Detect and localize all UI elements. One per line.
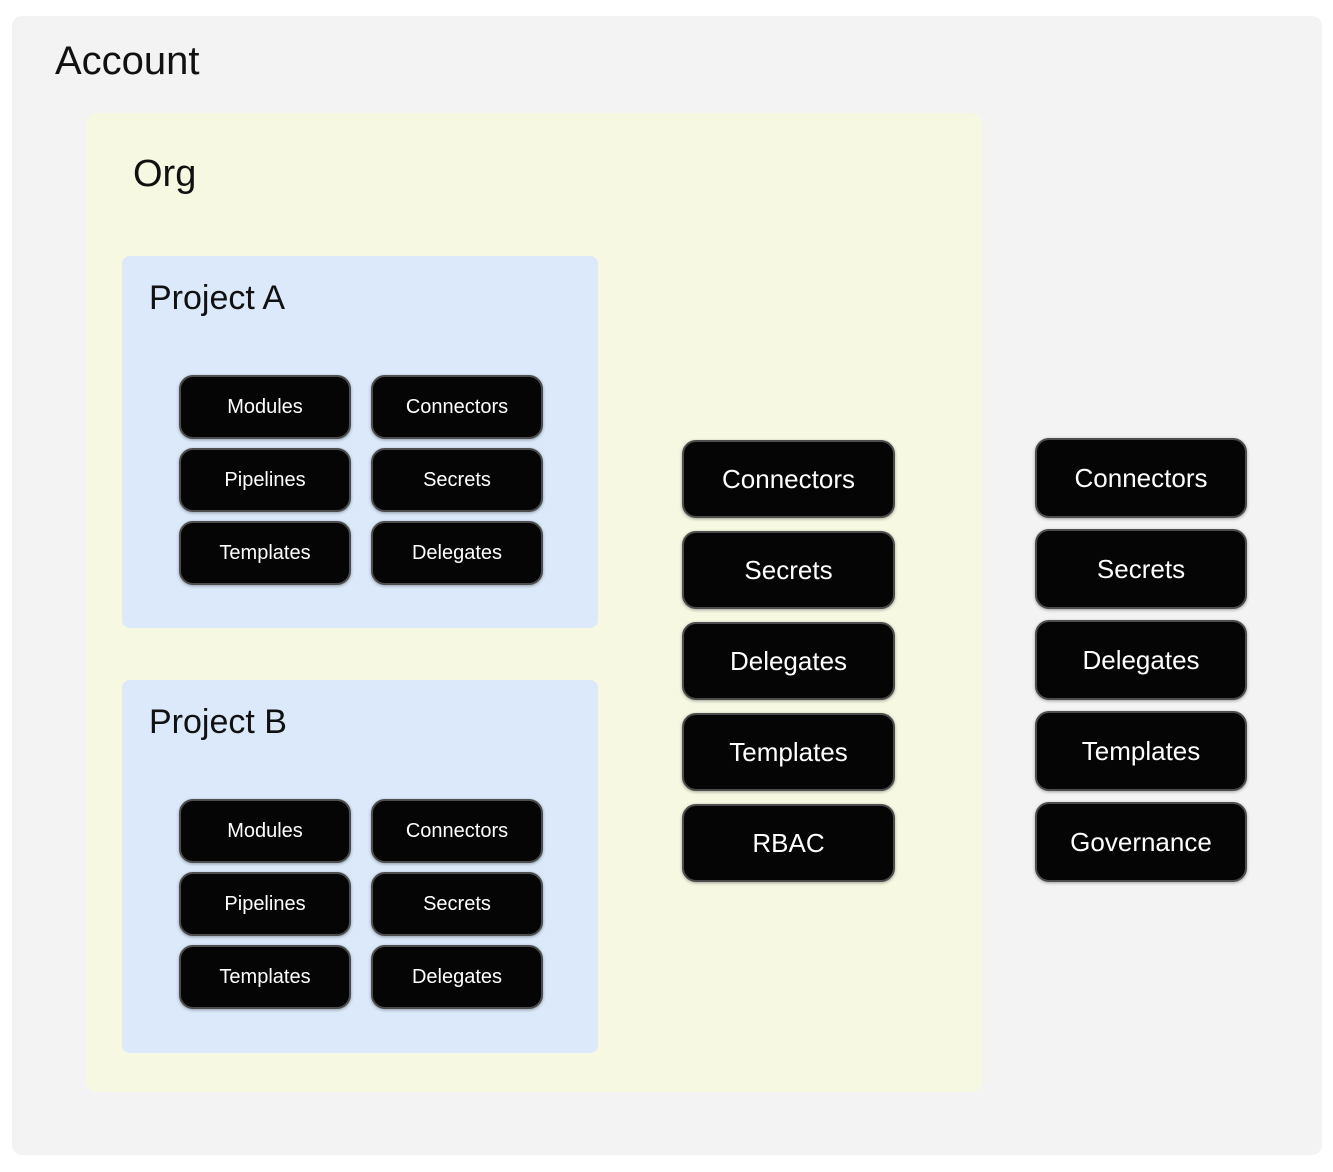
org-pill-rbac: RBAC xyxy=(682,804,895,882)
account-pill-column: Connectors Secrets Delegates Templates G… xyxy=(1035,438,1247,882)
account-title: Account xyxy=(55,39,200,83)
project-b-pill-pipelines: Pipelines xyxy=(179,872,351,936)
org-pill-column: Connectors Secrets Delegates Templates R… xyxy=(682,440,895,882)
account-scope-container: Account Org Project A Modules Connectors… xyxy=(12,16,1322,1155)
project-a-pill-connectors: Connectors xyxy=(371,375,543,439)
org-title: Org xyxy=(133,153,197,195)
org-scope-container: Org Project A Modules Connectors Pipelin… xyxy=(86,113,983,1092)
account-pill-templates: Templates xyxy=(1035,711,1247,791)
project-b-pill-modules: Modules xyxy=(179,799,351,863)
project-a-pill-secrets: Secrets xyxy=(371,448,543,512)
org-pill-secrets: Secrets xyxy=(682,531,895,609)
org-pill-connectors: Connectors xyxy=(682,440,895,518)
project-a-pill-grid: Modules Connectors Pipelines Secrets Tem… xyxy=(179,375,543,585)
account-pill-governance: Governance xyxy=(1035,802,1247,882)
account-pill-delegates: Delegates xyxy=(1035,620,1247,700)
project-b-pill-grid: Modules Connectors Pipelines Secrets Tem… xyxy=(179,799,543,1009)
project-a-pill-templates: Templates xyxy=(179,521,351,585)
project-a-container: Project A Modules Connectors Pipelines S… xyxy=(122,256,598,628)
project-b-pill-connectors: Connectors xyxy=(371,799,543,863)
project-b-title: Project B xyxy=(149,703,287,741)
org-pill-delegates: Delegates xyxy=(682,622,895,700)
org-pill-templates: Templates xyxy=(682,713,895,791)
project-a-title: Project A xyxy=(149,279,286,317)
project-b-pill-secrets: Secrets xyxy=(371,872,543,936)
project-b-container: Project B Modules Connectors Pipelines S… xyxy=(122,680,598,1053)
account-pill-secrets: Secrets xyxy=(1035,529,1247,609)
project-a-pill-pipelines: Pipelines xyxy=(179,448,351,512)
project-b-pill-delegates: Delegates xyxy=(371,945,543,1009)
project-a-pill-delegates: Delegates xyxy=(371,521,543,585)
project-b-pill-templates: Templates xyxy=(179,945,351,1009)
project-a-pill-modules: Modules xyxy=(179,375,351,439)
account-pill-connectors: Connectors xyxy=(1035,438,1247,518)
